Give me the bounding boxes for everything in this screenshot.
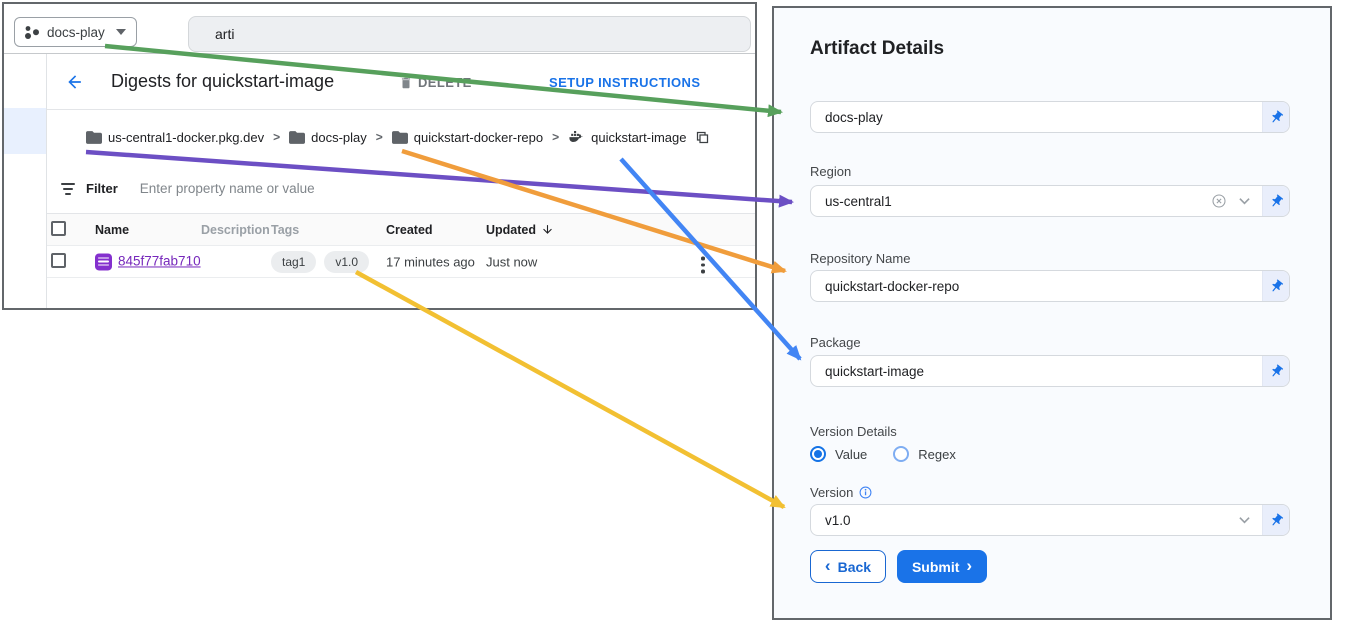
repository-label: Repository Name: [810, 251, 911, 266]
delete-button[interactable]: DELETE: [399, 75, 472, 90]
row-overflow-menu-icon[interactable]: [695, 255, 711, 276]
region-label: Region: [810, 164, 852, 179]
project-switcher-button[interactable]: docs-play: [14, 17, 137, 47]
back-button[interactable]: ‹ Back: [810, 550, 886, 583]
version-label: Version: [810, 485, 872, 500]
select-all-checkbox[interactable]: [51, 220, 66, 236]
filter-label: Filter: [86, 181, 118, 196]
radio-regex[interactable]: Regex: [893, 446, 956, 462]
pin-icon[interactable]: [1262, 505, 1289, 535]
console-panel: docs-play arti Digests for quickstart-im…: [2, 2, 757, 310]
folder-icon: [391, 130, 408, 144]
pin-icon[interactable]: [1262, 102, 1289, 132]
delete-label: DELETE: [418, 75, 472, 90]
chevron-left-icon: ‹: [824, 556, 831, 575]
column-header-created[interactable]: Created: [386, 222, 433, 237]
package-field[interactable]: quickstart-image: [810, 355, 1290, 387]
version-details-radio-group: Value Regex: [810, 446, 956, 462]
table-row: 845f77fab710 tag1 v1.0 17 minutes ago Jus…: [47, 246, 755, 278]
console-topbar: docs-play arti: [4, 4, 755, 54]
region-field[interactable]: us-central1: [810, 185, 1290, 217]
chevron-down-icon[interactable]: [1239, 197, 1250, 205]
row-updated: Just now: [486, 254, 538, 269]
digest-link[interactable]: 845f77fab710: [118, 252, 201, 268]
filter-icon: [61, 182, 75, 195]
radio-icon: [810, 446, 826, 462]
folder-icon: [289, 130, 306, 144]
pin-icon[interactable]: [1262, 356, 1289, 386]
trash-icon: [401, 77, 411, 88]
page-title: Digests for quickstart-image: [111, 71, 335, 91]
row-checkbox[interactable]: [51, 252, 66, 268]
page-header: Digests for quickstart-image DELETE SETU…: [47, 54, 755, 110]
column-header-tags: Tags: [271, 222, 300, 237]
version-field-value: v1.0: [825, 512, 851, 528]
package-field-value: quickstart-image: [825, 363, 925, 379]
row-tags: tag1 v1.0: [271, 250, 377, 273]
region-field-value: us-central1: [825, 193, 892, 209]
breadcrumb-separator: >: [552, 130, 560, 144]
caret-down-icon: [115, 29, 126, 35]
artifact-details-panel: Artifact Details docs-play Region us-cen…: [772, 6, 1332, 620]
clear-icon[interactable]: [1211, 193, 1227, 209]
search-value: arti: [215, 26, 235, 42]
back-arrow-icon[interactable]: [65, 72, 85, 97]
breadcrumb-item-project[interactable]: docs-play: [289, 130, 367, 145]
sort-desc-icon: [543, 224, 552, 234]
filter-bar[interactable]: Filter Enter property name or value: [47, 164, 755, 214]
breadcrumb-item-repository[interactable]: quickstart-docker-repo: [391, 130, 543, 145]
breadcrumb-separator: >: [375, 130, 383, 144]
tag-chip: tag1: [271, 250, 317, 273]
digest-icon: [95, 253, 112, 271]
project-field[interactable]: docs-play: [810, 101, 1290, 133]
pin-icon[interactable]: [1262, 186, 1289, 216]
radio-icon: [893, 446, 910, 462]
table-header-row: Name Description Tags Created Updated: [47, 214, 755, 246]
setup-instructions-label: SETUP INSTRUCTIONS: [549, 75, 701, 90]
form-title: Artifact Details: [810, 38, 945, 59]
row-created: 17 minutes ago: [386, 254, 475, 269]
info-icon[interactable]: [859, 486, 872, 499]
folder-icon: [86, 130, 102, 144]
project-field-value: docs-play: [825, 109, 883, 125]
setup-instructions-button[interactable]: SETUP INSTRUCTIONS: [549, 75, 700, 90]
nav-divider: [46, 54, 47, 308]
pin-icon[interactable]: [1262, 271, 1289, 301]
project-switcher-label: docs-play: [47, 24, 105, 40]
repository-field-value: quickstart-docker-repo: [825, 278, 960, 294]
version-details-label: Version Details: [810, 424, 897, 439]
package-label: Package: [810, 335, 861, 350]
breadcrumb-item-host[interactable]: us-central1-docker.pkg.dev: [86, 130, 264, 145]
project-dots-icon: [25, 26, 39, 39]
column-header-name[interactable]: Name: [95, 222, 130, 237]
search-input[interactable]: arti: [188, 16, 751, 52]
chevron-right-icon: ›: [966, 556, 973, 575]
container-image-icon: [569, 130, 584, 142]
filter-placeholder: Enter property name or value: [139, 181, 315, 196]
column-header-updated[interactable]: Updated: [486, 223, 554, 237]
breadcrumb-item-image[interactable]: quickstart-image: [568, 130, 686, 145]
radio-value[interactable]: Value: [810, 446, 867, 462]
tag-chip: v1.0: [324, 250, 370, 273]
chevron-down-icon[interactable]: [1239, 516, 1250, 524]
breadcrumb-separator: >: [273, 130, 281, 144]
repository-field[interactable]: quickstart-docker-repo: [810, 270, 1290, 302]
breadcrumb: us-central1-docker.pkg.dev > docs-play >…: [47, 110, 755, 164]
nav-selected-highlight: [4, 108, 46, 154]
copy-icon[interactable]: [695, 130, 710, 145]
submit-button[interactable]: Submit ›: [897, 550, 987, 583]
version-field[interactable]: v1.0: [810, 504, 1290, 536]
column-header-description: Description: [201, 222, 270, 237]
